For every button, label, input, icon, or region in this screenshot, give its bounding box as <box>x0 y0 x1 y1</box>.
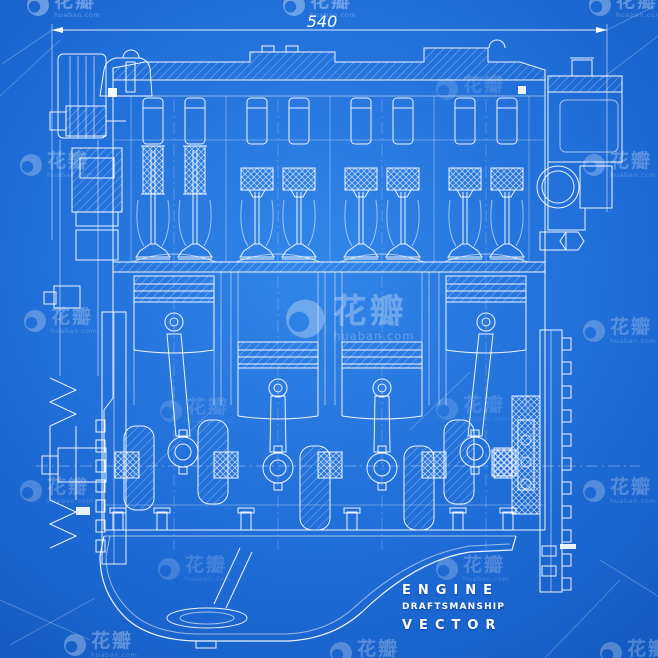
title-block: ENGINE DRAFTSMANSHIP VECTOR <box>402 584 505 632</box>
title-line-draftsmanship: DRAFTSMANSHIP <box>402 602 506 612</box>
construction-lines <box>0 5 658 658</box>
valve-cover <box>99 39 546 97</box>
dimension-label: 540 <box>307 12 338 31</box>
timing-drive <box>41 53 127 565</box>
clutch-hub <box>511 395 541 515</box>
engine-block <box>133 272 527 491</box>
title-line-engine: ENGINE <box>402 583 500 598</box>
thermostat-port <box>536 165 580 209</box>
highlight-chips <box>76 86 576 549</box>
oil-pan <box>99 507 545 649</box>
title-line-vector: VECTOR <box>402 618 503 633</box>
crankshaft <box>104 419 545 531</box>
dimension-line: 540 <box>51 12 608 240</box>
cylinder-head <box>103 68 546 530</box>
right-assembly <box>493 57 623 593</box>
